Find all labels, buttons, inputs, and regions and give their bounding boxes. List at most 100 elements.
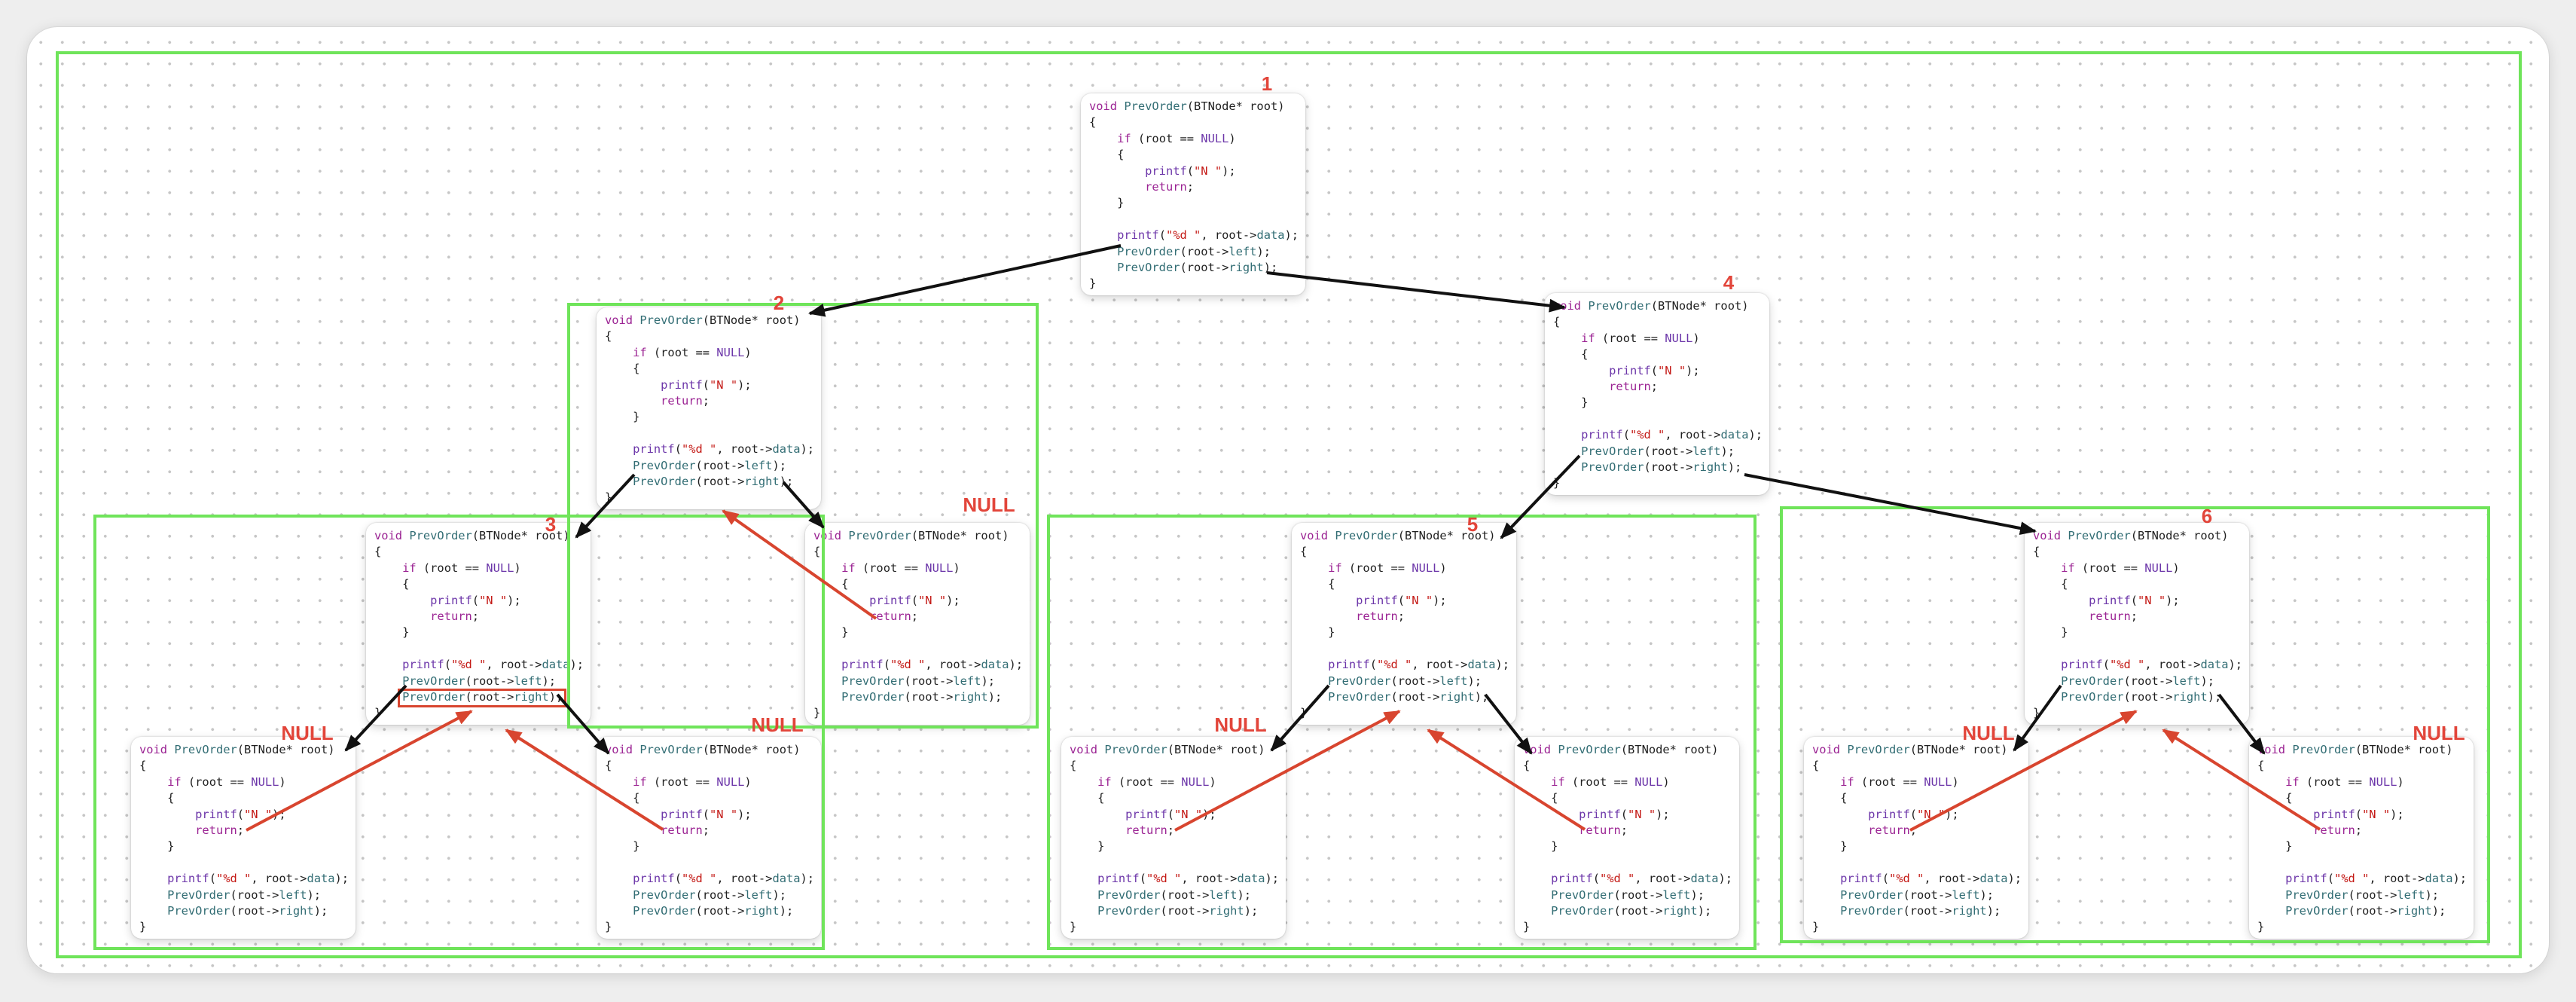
return-arrow-null-right-to-2[interactable] <box>722 509 877 620</box>
null-call-card-2-right[interactable]: void PrevOrder(BTNode* root){ if (root =… <box>805 523 1030 725</box>
call-arrow-2-to-null-right[interactable] <box>782 481 825 529</box>
code-line: PrevOrder(root->right); <box>1523 903 1739 919</box>
null-call-card-3-right[interactable]: void PrevOrder(BTNode* root){ if (root =… <box>597 737 821 939</box>
step-label-6[interactable]: 6 <box>2201 505 2213 527</box>
outer-group-frame[interactable] <box>56 51 2522 958</box>
code-line: } <box>374 705 591 721</box>
return-arrow-null-left-to-6[interactable] <box>1909 710 2138 832</box>
call-arrow-1-to-4[interactable] <box>1266 271 1566 313</box>
code-token-plain: , root-> <box>1201 228 1257 243</box>
code-token-project: left <box>744 887 773 902</box>
return-arrow-null-right-to-3[interactable] <box>505 729 664 831</box>
code-line: PrevOrder(root->right); <box>605 903 821 919</box>
code-line: return; <box>1553 379 1769 395</box>
group-frame-call-6[interactable] <box>1780 506 2490 943</box>
code-line: printf("N "); <box>1553 363 1769 379</box>
call-arrow-2-to-3[interactable] <box>575 473 636 539</box>
call-arrow-6-to-null-left[interactable] <box>2013 684 2062 752</box>
call-card-1[interactable]: void PrevOrder(BTNode* root){ if (root =… <box>1081 93 1305 295</box>
null-label-3-right[interactable]: NULL <box>751 713 804 736</box>
code-line: PrevOrder(root->right); <box>1089 260 1305 276</box>
call-arrow-3-to-null-right[interactable] <box>556 693 610 755</box>
code-token-plain: ); <box>1256 244 1271 258</box>
null-label-6-left[interactable]: NULL <box>1962 722 2015 744</box>
return-arrow-null-left-to-3[interactable] <box>246 710 473 832</box>
call-card-3[interactable]: void PrevOrder(BTNode* root){ if (root =… <box>366 523 591 725</box>
return-arrow-null-right-to-5[interactable] <box>1427 729 1586 831</box>
call-arrow-5-to-null-left[interactable] <box>1270 684 1330 752</box>
code-line: } <box>2033 625 2249 640</box>
code-token-plain: { <box>1553 347 1589 362</box>
code-token-plain: (root-> <box>2348 903 2397 918</box>
return-arrow-null-left-to-5[interactable] <box>1174 710 1401 832</box>
code-line: void PrevOrder(BTNode* root) <box>605 742 821 758</box>
code-token-project: data <box>2425 872 2453 886</box>
code-token-library: NULL <box>716 774 745 789</box>
code-token-plain: ); <box>307 887 321 902</box>
null-call-card-3-left[interactable]: void PrevOrder(BTNode* root){ if (root =… <box>131 737 356 939</box>
call-card-4[interactable]: void PrevOrder(BTNode* root){ if (root =… <box>1545 293 1769 495</box>
null-call-card-5-left[interactable]: void PrevOrder(BTNode* root){ if (root =… <box>1061 737 1286 939</box>
code-token-string: "N " <box>918 593 947 607</box>
call-arrow-3-to-null-left[interactable] <box>344 684 407 752</box>
call-arrow-5-to-null-right[interactable] <box>1484 693 1533 755</box>
call-card-2[interactable]: void PrevOrder(BTNode* root){ if (root =… <box>597 307 821 509</box>
code-token-string: "N " <box>2138 593 2166 607</box>
code-line: if (root == NULL) <box>1812 774 2028 790</box>
step-label-4[interactable]: 4 <box>1723 271 1735 294</box>
code-line: } <box>1089 195 1305 211</box>
code-token-string: "N " <box>1194 163 1222 178</box>
call-card-6[interactable]: void PrevOrder(BTNode* root){ if (root =… <box>2025 523 2249 725</box>
code-line: PrevOrder(root->right); <box>2257 903 2474 919</box>
code-line: return; <box>1812 823 2028 839</box>
code-line: void PrevOrder(BTNode* root) <box>2033 528 2249 544</box>
code-token-plain: (BTNode* root) <box>1397 529 1496 542</box>
code-listing: void PrevOrder(BTNode* root){ if (root =… <box>1553 298 1769 492</box>
code-token-string: "N " <box>710 377 738 392</box>
null-label-5-left[interactable]: NULL <box>1214 713 1267 736</box>
call-arrow-1-to-2[interactable] <box>808 244 1122 317</box>
null-label-6-right[interactable]: NULL <box>2413 722 2465 744</box>
code-token-plain: ) <box>1952 774 1959 789</box>
return-arrow-null-right-to-6[interactable] <box>2162 729 2321 831</box>
code-token-plain: } <box>2033 625 2068 640</box>
null-call-card-6-left[interactable]: void PrevOrder(BTNode* root){ if (root =… <box>1804 737 2028 939</box>
code-token-plain: { <box>1089 115 1097 130</box>
code-token-library: printf <box>1581 428 1623 442</box>
code-token-plain: (root == <box>1854 774 1924 789</box>
code-token-project: right <box>1209 903 1244 918</box>
call-arrow-4-to-6[interactable] <box>1744 473 2037 536</box>
step-label-2[interactable]: 2 <box>773 292 785 314</box>
null-call-card-5-right[interactable]: void PrevOrder(BTNode* root){ if (root =… <box>1515 737 1739 939</box>
group-frame-call-3[interactable] <box>93 515 825 950</box>
code-token-string: "%d " <box>450 658 487 672</box>
null-call-card-6-right[interactable]: void PrevOrder(BTNode* root){ if (root =… <box>2249 737 2474 939</box>
code-token-project: data <box>1237 872 1265 886</box>
group-frame-call-5[interactable] <box>1047 515 1757 950</box>
code-token-plain: ); <box>1263 260 1278 274</box>
code-token-plain: (BTNode* root) <box>1186 99 1285 113</box>
code-line: if (root == NULL) <box>1553 331 1769 347</box>
code-line: PrevOrder(root->left); <box>374 674 591 689</box>
call-arrow-6-to-null-right[interactable] <box>2217 693 2266 755</box>
code-listing: void PrevOrder(BTNode* root){ if (root =… <box>1300 528 1516 722</box>
code-token-plain: , root-> <box>716 872 773 886</box>
call-card-5[interactable]: void PrevOrder(BTNode* root){ if (root =… <box>1292 523 1516 725</box>
step-label-3[interactable]: 3 <box>545 513 557 536</box>
call-arrow-4-to-5[interactable] <box>1500 454 1581 539</box>
code-token-plain: ); <box>779 474 794 488</box>
code-line: void PrevOrder(BTNode* root) <box>139 742 356 758</box>
code-token-plain: (root-> <box>1180 260 1229 274</box>
code-token-project: PrevOrder <box>1117 244 1180 258</box>
code-token-project: PrevOrder <box>167 887 230 902</box>
code-token-project: data <box>2200 658 2229 672</box>
highlight-box[interactable] <box>398 689 566 707</box>
code-token-plain: ); <box>800 442 815 457</box>
code-line: PrevOrder(root->right); <box>1812 903 2028 919</box>
null-label-2-right[interactable]: NULL <box>963 493 1015 516</box>
step-label-5[interactable]: 5 <box>1467 513 1479 536</box>
null-label-3-left[interactable]: NULL <box>281 722 334 744</box>
step-label-1[interactable]: 1 <box>1261 72 1273 95</box>
code-token-library: NULL <box>2369 774 2397 789</box>
code-token-plain: ); <box>1265 872 1280 886</box>
